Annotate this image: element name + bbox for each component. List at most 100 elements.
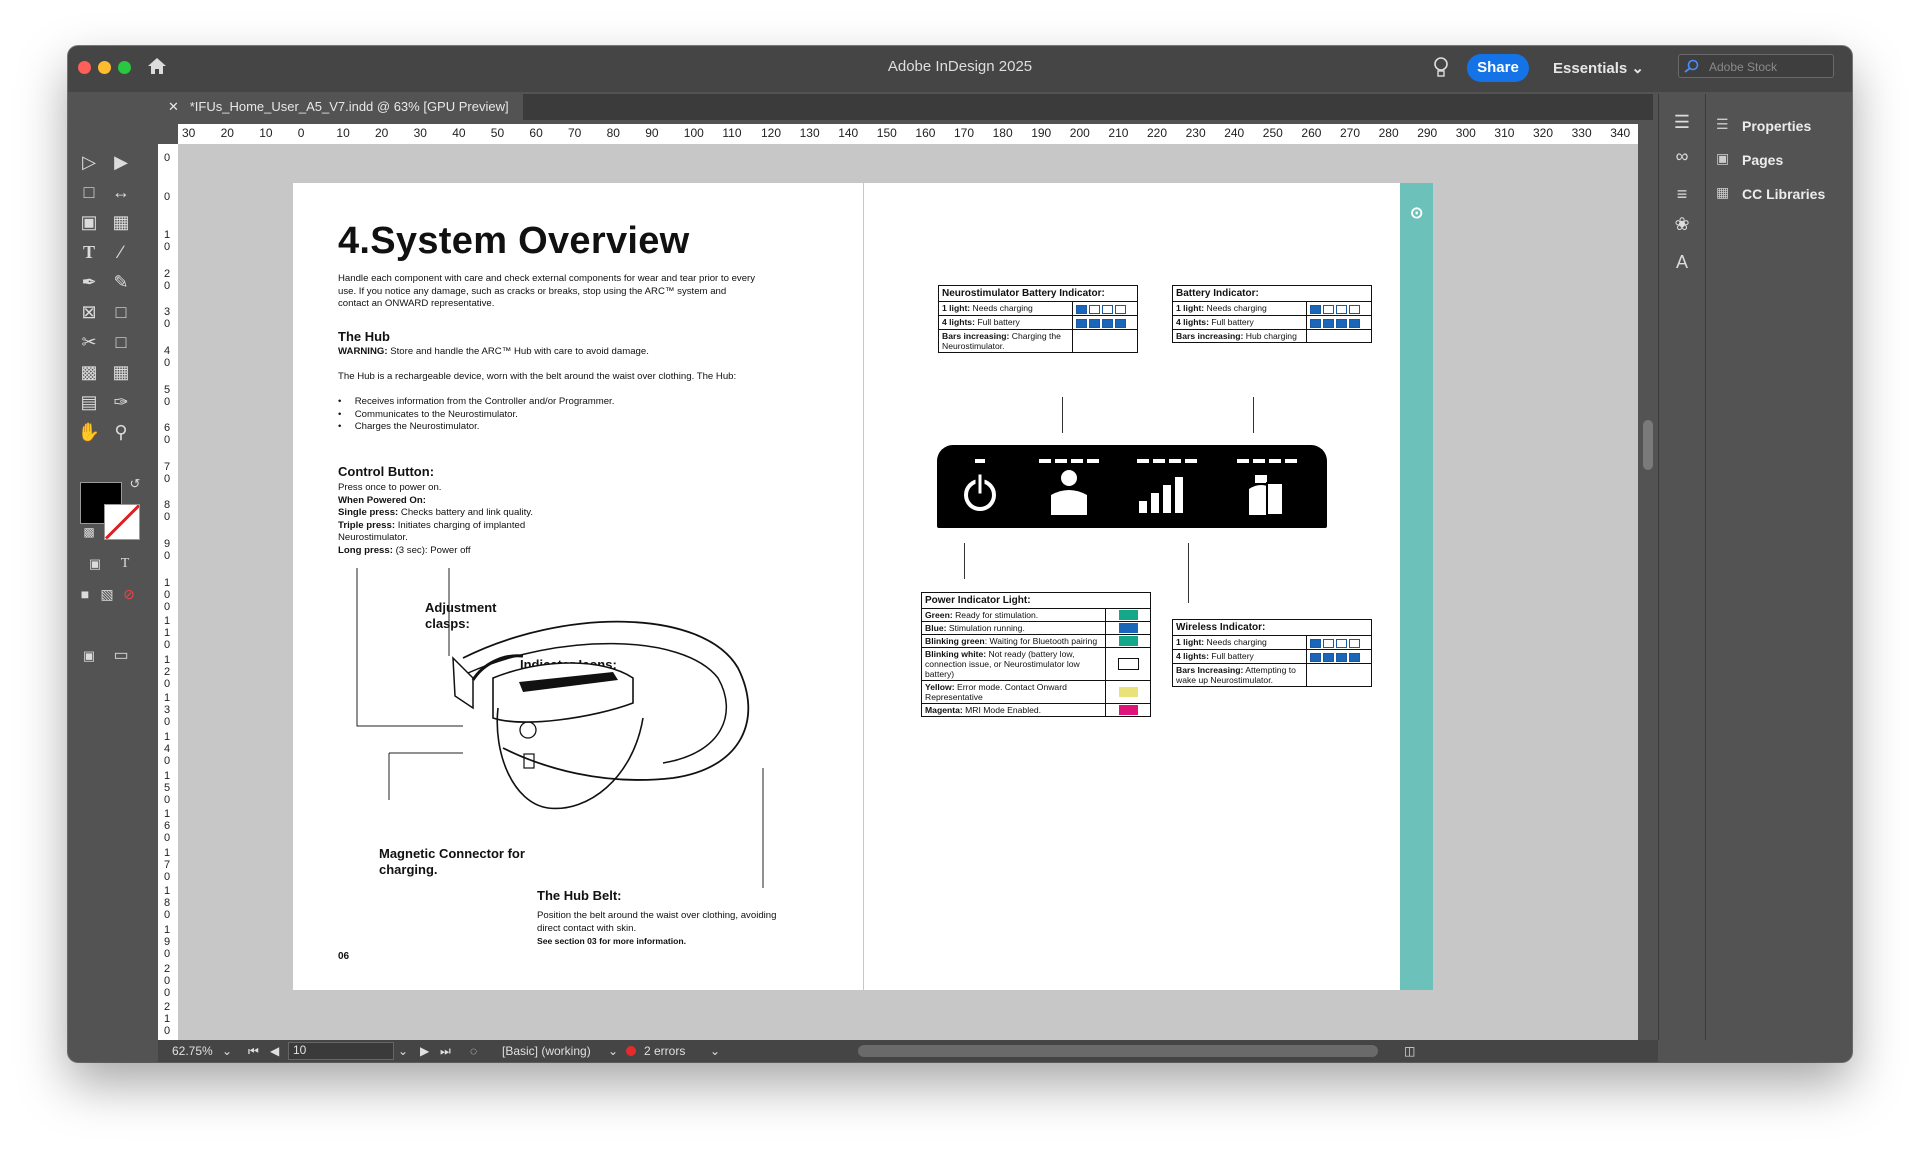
- links-icon[interactable]: ∞: [1675, 146, 1689, 166]
- scissors-tool-icon[interactable]: ✂: [81, 332, 97, 352]
- formatting-text-icon[interactable]: T: [120, 556, 130, 571]
- workspace-switcher[interactable]: Essentials ⌄: [1553, 59, 1644, 77]
- character-styles-icon[interactable]: A: [1675, 252, 1688, 272]
- type-tool-icon[interactable]: T: [82, 242, 95, 262]
- indicator-bar: [1310, 639, 1321, 648]
- indicator-bar: [1310, 319, 1321, 328]
- gradient-swatch-tool-icon[interactable]: ▩: [80, 362, 98, 382]
- apply-none-icon[interactable]: ⊘: [123, 586, 135, 602]
- ruler-tick-label: 30: [163, 306, 171, 331]
- last-page-icon[interactable]: ⏭: [440, 1044, 451, 1058]
- first-page-icon[interactable]: ⏮: [248, 1044, 259, 1058]
- rectangle-frame-tool-icon[interactable]: ⊠: [81, 302, 97, 322]
- stroke-swatch[interactable]: [104, 504, 140, 540]
- swatches-icon[interactable]: ❀: [1674, 214, 1690, 234]
- free-transform-tool-icon[interactable]: □: [115, 332, 127, 352]
- indicator-bar: [1310, 305, 1321, 314]
- horizontal-scroll-thumb[interactable]: [858, 1045, 1378, 1057]
- apply-gradient-icon[interactable]: ▧: [100, 586, 114, 602]
- page-dropdown-icon[interactable]: ⌄: [398, 1044, 409, 1058]
- ruler-tick-label: 150: [876, 126, 897, 140]
- direct-selection-tool-icon[interactable]: ▶: [114, 152, 128, 172]
- table-row: 4 lights: Full battery: [938, 315, 1138, 330]
- note-tool-icon[interactable]: ▤: [80, 392, 98, 412]
- content-collector-icon[interactable]: ▣: [80, 212, 98, 232]
- preflight-errors[interactable]: 2 errors: [644, 1044, 686, 1058]
- indicator-bars: [1310, 639, 1368, 648]
- split-view-icon[interactable]: ◫: [1404, 1044, 1416, 1058]
- pencil-tool-icon[interactable]: ✎: [113, 272, 129, 292]
- layers-icon[interactable]: ☰: [1673, 112, 1691, 132]
- row-label-bold: 4 lights:: [942, 317, 975, 327]
- home-icon[interactable]: [146, 56, 168, 76]
- preflight-profile-icon[interactable]: ◌: [470, 1044, 478, 1058]
- row-label-text: Error mode. Contact Onward Representativ…: [925, 682, 1067, 702]
- document-tab[interactable]: ✕ *IFUs_Home_User_A5_V7.indd @ 63% [GPU …: [158, 94, 523, 120]
- lightbulb-icon[interactable]: [1433, 56, 1449, 80]
- pen-tool-icon[interactable]: ✒: [81, 272, 97, 292]
- zoom-tool-icon[interactable]: ⚲: [114, 422, 128, 442]
- hand-tool-icon[interactable]: ✋: [77, 422, 101, 442]
- errors-dropdown-icon[interactable]: ⌄: [710, 1044, 721, 1058]
- screen-mode-icon[interactable]: ▭: [113, 647, 129, 664]
- page-tool-icon[interactable]: □: [83, 182, 95, 202]
- zoom-window-button[interactable]: [118, 61, 131, 74]
- zoom-level[interactable]: 62.75%: [172, 1044, 213, 1058]
- stroke-panel-icon[interactable]: ≡: [1676, 184, 1688, 204]
- selection-tool-icon[interactable]: ▷: [82, 152, 96, 172]
- ruler-tick-label: 130: [163, 692, 171, 729]
- ruler-tick-label: 80: [606, 126, 620, 140]
- normal-mode-icon[interactable]: ▣: [82, 648, 96, 663]
- close-tab-icon[interactable]: ✕: [168, 99, 179, 114]
- formatting-container-icon[interactable]: ▣: [88, 556, 102, 571]
- table-cell: 1 light: Needs charging: [1172, 635, 1307, 650]
- rectangle-tool-icon[interactable]: □: [115, 302, 127, 322]
- ruler-tick-label: 230: [1185, 126, 1206, 140]
- ruler-tick-label: 140: [163, 731, 171, 767]
- close-window-button[interactable]: [78, 61, 91, 74]
- panel-cc-libraries[interactable]: CC Libraries: [1742, 186, 1826, 202]
- content-placer-icon[interactable]: ▦: [112, 212, 130, 232]
- left-page[interactable]: 4.System Overview Handle each component …: [293, 183, 863, 990]
- page-number-field[interactable]: 10: [288, 1042, 394, 1060]
- gap-tool-icon[interactable]: ↔: [112, 182, 130, 202]
- table-row: 1 light: Needs charging: [938, 301, 1138, 316]
- row-label-bold: Bars increasing:: [942, 331, 1010, 341]
- row-label-text: Ready for stimulation.: [952, 610, 1039, 620]
- hub-bullet-list: • Receives information from the Controll…: [338, 396, 758, 434]
- zoom-dropdown-icon[interactable]: ⌄: [222, 1044, 233, 1058]
- color-swatch: [1118, 623, 1138, 633]
- indicator-bar: [1349, 639, 1360, 648]
- control-line-bold: When Powered On:: [338, 494, 426, 506]
- ruler-tick-label: 170: [954, 126, 975, 140]
- table-cell: 4 lights: Full battery: [938, 315, 1073, 330]
- adobe-stock-search[interactable]: Adobe Stock: [1678, 54, 1834, 78]
- table-title: Wireless Indicator:: [1172, 619, 1372, 636]
- profile-dropdown-icon[interactable]: ⌄: [608, 1044, 619, 1058]
- preflight-profile[interactable]: [Basic] (working): [502, 1044, 591, 1058]
- gradient-feather-tool-icon[interactable]: ▦: [112, 362, 130, 382]
- previous-page-icon[interactable]: ◀: [270, 1044, 280, 1058]
- status-bar: 62.75% ⌄ ⏮ ◀ 10 ⌄ ▶ ⏭ ◌ [Basic] (working…: [158, 1040, 1658, 1062]
- indicator-bar: [1349, 319, 1360, 328]
- table-cell: Bars increasing: Charging the Neurostimu…: [938, 329, 1073, 353]
- scroll-thumb[interactable]: [1643, 420, 1653, 470]
- right-page[interactable]: Neurostimulator Battery Indicator:1 ligh…: [864, 183, 1433, 990]
- apply-color-icon[interactable]: ■: [80, 586, 90, 602]
- panel-properties[interactable]: Properties: [1742, 118, 1812, 134]
- eyedropper-tool-icon[interactable]: ✑: [113, 392, 129, 412]
- line-tool-icon[interactable]: ∕: [119, 242, 123, 262]
- default-colors-icon[interactable]: ▩: [83, 525, 95, 539]
- indicator-bars-cell: [1306, 301, 1372, 316]
- vertical-scrollbar[interactable]: [1638, 124, 1658, 1040]
- swap-colors-icon[interactable]: ↺: [129, 476, 141, 491]
- next-page-icon[interactable]: ▶: [420, 1044, 430, 1058]
- share-button[interactable]: Share: [1467, 54, 1529, 82]
- minimize-window-button[interactable]: [98, 61, 111, 74]
- panel-pages[interactable]: Pages: [1742, 152, 1784, 168]
- power-indicator-table: Power Indicator Light:Green: Ready for s…: [921, 592, 1151, 717]
- warning-text: Store and handle the ARC™ Hub with care …: [387, 346, 649, 357]
- ruler-tick-label: 250: [1262, 126, 1283, 140]
